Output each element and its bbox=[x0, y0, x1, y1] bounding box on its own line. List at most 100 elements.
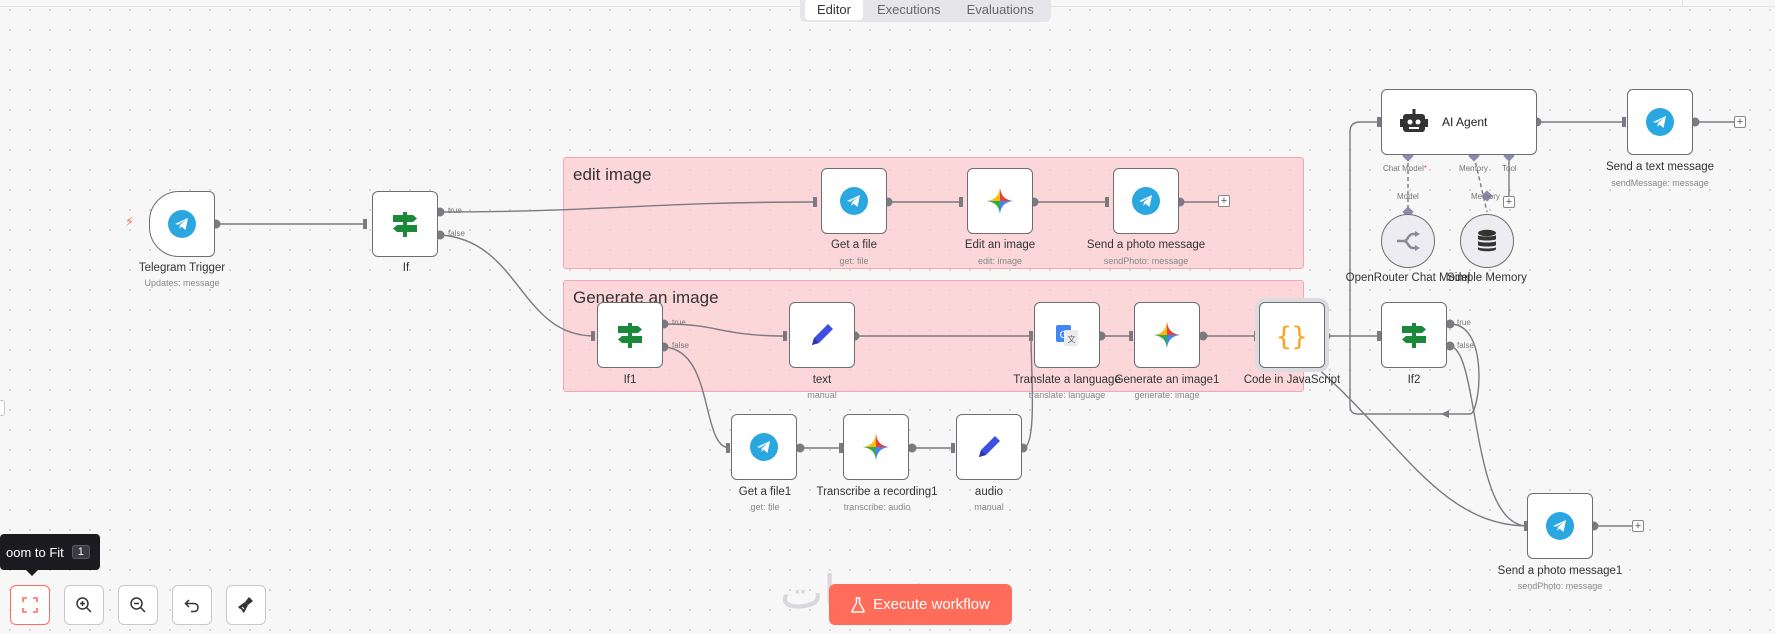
signpost-icon bbox=[1402, 323, 1426, 348]
node-telegram-trigger-label: Telegram Trigger bbox=[138, 262, 226, 274]
add-node-button[interactable]: + bbox=[1632, 520, 1644, 532]
zoom-out-button[interactable] bbox=[118, 585, 158, 625]
node-send-a-photo-message1-label: Send a photo message1 bbox=[1497, 565, 1623, 577]
node-text-label: text bbox=[812, 374, 832, 386]
node-get-a-file[interactable] bbox=[821, 168, 887, 234]
node-send-a-photo-message1-sub: sendPhoto: message bbox=[1517, 581, 1603, 591]
node-send-a-photo-message[interactable] bbox=[1113, 168, 1179, 234]
required-mark: * bbox=[1423, 164, 1428, 173]
tab-executions[interactable]: Executions bbox=[876, 1, 941, 17]
node-get-a-file1-label: Get a file1 bbox=[738, 486, 792, 498]
node-get-a-file-label: Get a file bbox=[830, 239, 878, 251]
node-transcribe-a-recording1-sub: transcribe: audio bbox=[843, 502, 911, 512]
if2-true-label: true bbox=[1457, 318, 1471, 327]
node-telegram-trigger[interactable] bbox=[149, 191, 215, 257]
zoom-to-fit-tooltip: oom to Fit 1 bbox=[0, 534, 100, 570]
top-divider-tick bbox=[1682, 0, 1683, 7]
pencil-icon bbox=[812, 324, 833, 345]
tooltip-text: oom to Fit bbox=[6, 544, 64, 560]
node-edit-an-image-label: Edit an image bbox=[964, 239, 1036, 251]
node-generate-an-image1[interactable] bbox=[1134, 302, 1200, 368]
node-if[interactable] bbox=[372, 191, 438, 257]
svg-text:文: 文 bbox=[1068, 334, 1076, 344]
undo-icon bbox=[184, 599, 199, 613]
add-node-button[interactable]: + bbox=[1218, 195, 1230, 207]
if2-false-label: false bbox=[1457, 341, 1474, 350]
node-get-a-file1[interactable] bbox=[731, 414, 797, 480]
view-tabs: Editor Executions Evaluations bbox=[800, 0, 1051, 22]
telegram-icon bbox=[1132, 187, 1160, 215]
if-false-label: false bbox=[448, 229, 465, 238]
node-get-a-file-sub: get: file bbox=[839, 256, 869, 266]
sticky-edit-image-title: edit image bbox=[573, 165, 652, 184]
tab-editor[interactable]: Editor bbox=[805, 0, 863, 20]
node-ai-agent[interactable]: AI Agent bbox=[1381, 89, 1537, 155]
arrow-loop bbox=[1441, 410, 1449, 418]
edge-code-sendphoto1 bbox=[1314, 365, 1528, 527]
trigger-bolt-icon: ⚡ bbox=[125, 214, 135, 229]
node-audio-sub: manual bbox=[974, 502, 1004, 512]
execute-workflow-button[interactable]: Execute workflow bbox=[829, 584, 1012, 625]
tab-evaluations[interactable]: Evaluations bbox=[966, 1, 1034, 17]
node-openrouter-chat-model[interactable] bbox=[1381, 214, 1435, 268]
telegram-icon bbox=[168, 210, 196, 238]
edge-if-getfile bbox=[439, 201, 817, 213]
node-send-a-text-message[interactable] bbox=[1627, 89, 1693, 155]
flask-icon bbox=[851, 596, 865, 613]
node-simple-memory[interactable] bbox=[1460, 214, 1514, 268]
reset-zoom-button[interactable] bbox=[172, 585, 212, 625]
gemini-sparkle-icon bbox=[987, 188, 1013, 214]
node-telegram-trigger-sub: Updates: message bbox=[144, 278, 220, 288]
agent-tool-port-label: Tool bbox=[1502, 164, 1517, 173]
if1-true-label: true bbox=[672, 318, 686, 327]
node-generate-an-image1-label: Generate an image1 bbox=[1114, 374, 1220, 386]
node-generate-an-image1-sub: generate: image bbox=[1134, 390, 1200, 400]
edge-if1-getfile1 bbox=[663, 346, 731, 449]
node-text[interactable] bbox=[789, 302, 855, 368]
openrouter-icon bbox=[1397, 231, 1420, 251]
zoom-to-fit-button[interactable] bbox=[10, 585, 50, 625]
signpost-icon bbox=[393, 212, 417, 237]
add-tool-button[interactable]: + bbox=[1503, 196, 1515, 208]
robot-icon bbox=[1400, 109, 1428, 132]
edge-if2-loop bbox=[1349, 121, 1480, 415]
node-if2-label: If2 bbox=[1407, 374, 1421, 386]
node-if1[interactable] bbox=[597, 302, 663, 368]
node-transcribe-a-recording1[interactable] bbox=[843, 414, 909, 480]
edge-memory bbox=[1473, 155, 1488, 213]
memory-link-label: Memory bbox=[1471, 192, 1500, 201]
node-if1-label: If1 bbox=[623, 374, 637, 386]
node-if2[interactable] bbox=[1381, 302, 1447, 368]
node-audio[interactable] bbox=[956, 414, 1022, 480]
agent-memory-port-label: Memory bbox=[1459, 164, 1488, 173]
node-get-a-file1-sub: get: file bbox=[750, 502, 780, 512]
tidy-up-button[interactable] bbox=[226, 585, 266, 625]
node-ai-agent-label: AI Agent bbox=[1442, 115, 1488, 129]
in-port-if bbox=[363, 219, 367, 229]
zoom-out-icon bbox=[130, 597, 146, 613]
edge-if1-text bbox=[663, 323, 787, 337]
svg-text:{}: {} bbox=[1276, 322, 1307, 350]
node-edit-an-image[interactable] bbox=[967, 168, 1033, 234]
node-send-a-photo-message-label: Send a photo message bbox=[1086, 239, 1206, 251]
node-code-in-javascript[interactable]: {} bbox=[1259, 302, 1325, 368]
node-text-sub: manual bbox=[807, 390, 837, 400]
node-translate-a-language-label: Translate a language bbox=[1013, 374, 1121, 386]
node-edit-an-image-sub: edit: image bbox=[977, 256, 1023, 266]
chat-model-link-label: Model bbox=[1397, 192, 1419, 201]
node-send-a-photo-message1[interactable] bbox=[1527, 493, 1593, 559]
canvas-left-handle[interactable] bbox=[0, 400, 5, 416]
tooltip-arrow bbox=[26, 570, 38, 576]
node-send-a-text-message-label: Send a text message bbox=[1605, 161, 1715, 173]
node-audio-label: audio bbox=[974, 486, 1004, 498]
node-simple-memory-label: Simple Memory bbox=[1447, 272, 1527, 284]
telegram-icon bbox=[840, 187, 868, 215]
svg-text:G: G bbox=[1060, 330, 1068, 341]
broom-icon bbox=[238, 597, 253, 613]
telegram-icon bbox=[1646, 108, 1674, 136]
sticky-edit-image[interactable]: edit image bbox=[563, 157, 1304, 269]
add-node-button[interactable]: + bbox=[1734, 116, 1746, 128]
zoom-in-button[interactable] bbox=[64, 585, 104, 625]
